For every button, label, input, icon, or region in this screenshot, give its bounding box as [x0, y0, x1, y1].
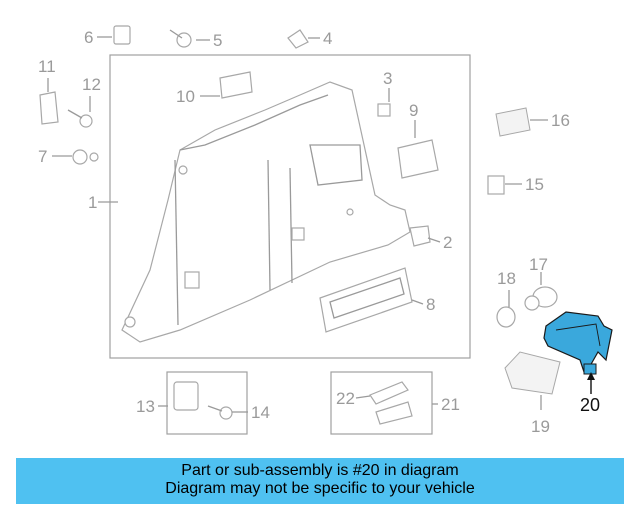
part-9-cover	[397, 139, 439, 179]
callout-13: 13	[136, 397, 155, 416]
parts-diagram: 6 5 4 11 12 10 3 9 16 7 15 1 2 17 18 8 1…	[38, 25, 613, 436]
part-6-clip	[113, 25, 131, 45]
callout-labels: 6 5 4 11 12 10 3 9 16 7 15 1 2 17 18 8 1…	[38, 28, 600, 436]
part-4-clip	[287, 29, 309, 49]
quarter-trim-panel	[121, 81, 411, 343]
callout-9: 9	[409, 101, 418, 120]
callout-19: 19	[531, 417, 550, 436]
part-15-pad	[487, 175, 505, 195]
callout-5: 5	[213, 31, 222, 50]
callout-2: 2	[443, 233, 452, 252]
part-19-box	[504, 351, 561, 395]
part-20-bracket-highlighted	[543, 311, 613, 375]
part-13-cap	[173, 381, 199, 411]
part-3-clip	[377, 103, 391, 117]
callout-10: 10	[176, 87, 195, 106]
part-8-sill-plate	[319, 267, 413, 333]
main-panel-frame	[109, 54, 471, 359]
callout-22: 22	[336, 389, 355, 408]
callout-6: 6	[84, 28, 93, 47]
callout-8: 8	[426, 295, 435, 314]
callout-15: 15	[525, 175, 544, 194]
callout-11: 11	[38, 57, 56, 76]
callout-17: 17	[529, 255, 548, 274]
callout-3: 3	[383, 69, 392, 88]
part-11-bracket	[39, 91, 59, 125]
group-box-13	[166, 371, 248, 435]
part-10-vent	[219, 71, 253, 99]
part-16-block	[495, 107, 531, 137]
part-14-screw	[207, 405, 233, 420]
callout-14: 14	[251, 403, 270, 422]
part-7-pin	[72, 149, 99, 165]
part-18-grommet	[496, 306, 516, 328]
group-box-21	[330, 371, 433, 435]
banner-line-part-number: Part or sub-assembly is #20 in diagram	[181, 462, 459, 479]
callout-4: 4	[323, 29, 332, 48]
banner-line-disclaimer: Diagram may not be specific to your vehi…	[165, 480, 475, 497]
part-17-fastener	[524, 286, 558, 311]
callout-20-highlighted: 20	[580, 395, 600, 415]
part-5-bolt	[169, 29, 192, 48]
callout-18: 18	[497, 269, 516, 288]
callout-21: 21	[441, 395, 460, 414]
callout-7: 7	[38, 147, 47, 166]
part-12-screw	[67, 109, 93, 128]
callout-1: 1	[88, 193, 97, 212]
part-22-handle	[369, 381, 409, 405]
callout-12: 12	[82, 75, 101, 94]
callout-16: 16	[551, 111, 570, 130]
leader-lines	[47, 36, 595, 413]
part-2-bracket	[409, 225, 431, 247]
part-21-latch	[375, 401, 413, 425]
info-banner: Part or sub-assembly is #20 in diagram D…	[16, 458, 624, 504]
